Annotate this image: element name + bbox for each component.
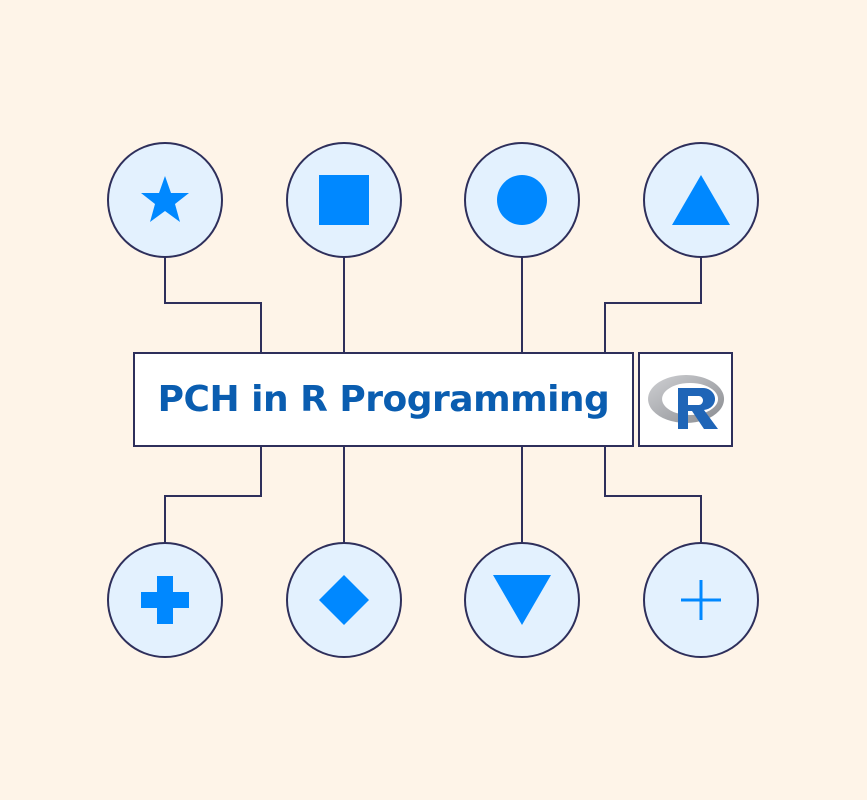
connector-cross [164,446,262,543]
cross-filled-icon [141,576,189,624]
triangle-up-icon [672,175,730,225]
triangle-down-icon [493,575,551,625]
star-icon [141,176,189,222]
connector-star [164,257,262,353]
connector-triangle [604,257,702,353]
plus-icon [681,580,721,620]
square-icon [319,175,369,225]
connector-plus [604,446,702,543]
diamond-icon [319,575,369,625]
diagram-title: PCH in R Programming [157,379,610,420]
connectors [164,257,702,543]
r-logo [648,375,725,429]
title-box [133,352,634,447]
circle-icon [497,175,547,225]
